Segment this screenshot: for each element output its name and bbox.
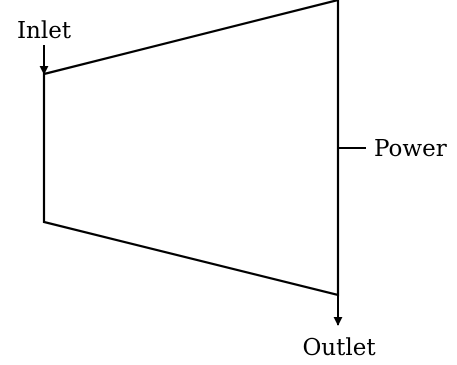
power-label: Power: [374, 136, 447, 162]
outlet-label: Outlet: [302, 335, 376, 361]
turbine-body: [42, 0, 340, 297]
inlet-label: Inlet: [17, 18, 72, 44]
